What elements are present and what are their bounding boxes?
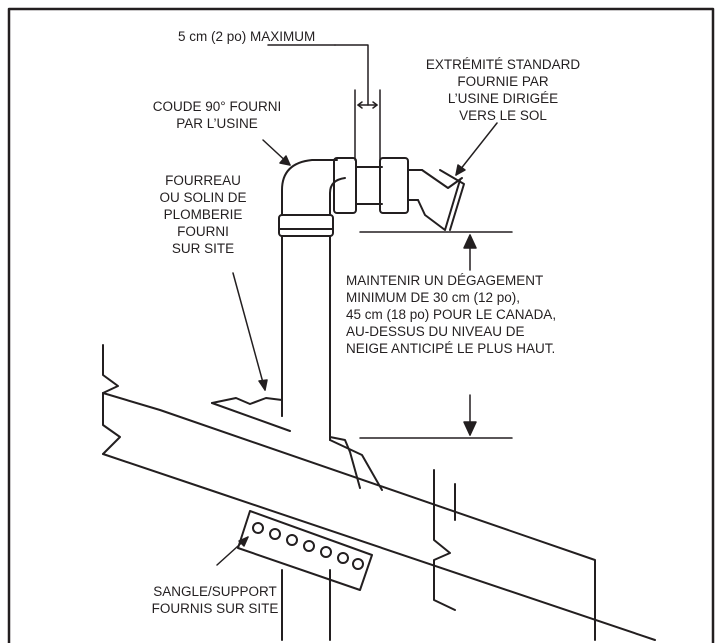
vent-pipe bbox=[278, 157, 465, 641]
termination-arrow bbox=[455, 122, 498, 176]
elbow-label: COUDE 90° FOURNI PAR L’USINE bbox=[152, 99, 282, 131]
frame-border bbox=[7, 7, 715, 643]
clearance-label: MAINTENIR UN DÉGAGEMENT MINIMUM DE 30 cm… bbox=[346, 273, 557, 356]
max-gap-dimension bbox=[267, 44, 381, 161]
leader-arrows bbox=[216, 122, 498, 566]
clearance-dimension bbox=[359, 231, 513, 439]
max-gap-label: 5 cm (2 po) MAXIMUM bbox=[178, 29, 316, 44]
sleeve-arrow bbox=[232, 272, 266, 391]
strap-support bbox=[237, 510, 373, 591]
termination-label: EXTRÉMITÉ STANDARD FOURNIE PAR L’USINE D… bbox=[425, 57, 581, 123]
sleeve-label: FOURREAU OU SOLIN DE PLOMBERIE FOURNI SU… bbox=[159, 173, 247, 256]
strap-label: SANGLE/SUPPORT FOURNIS SUR SITE bbox=[151, 584, 279, 616]
roof-section bbox=[102, 344, 656, 641]
